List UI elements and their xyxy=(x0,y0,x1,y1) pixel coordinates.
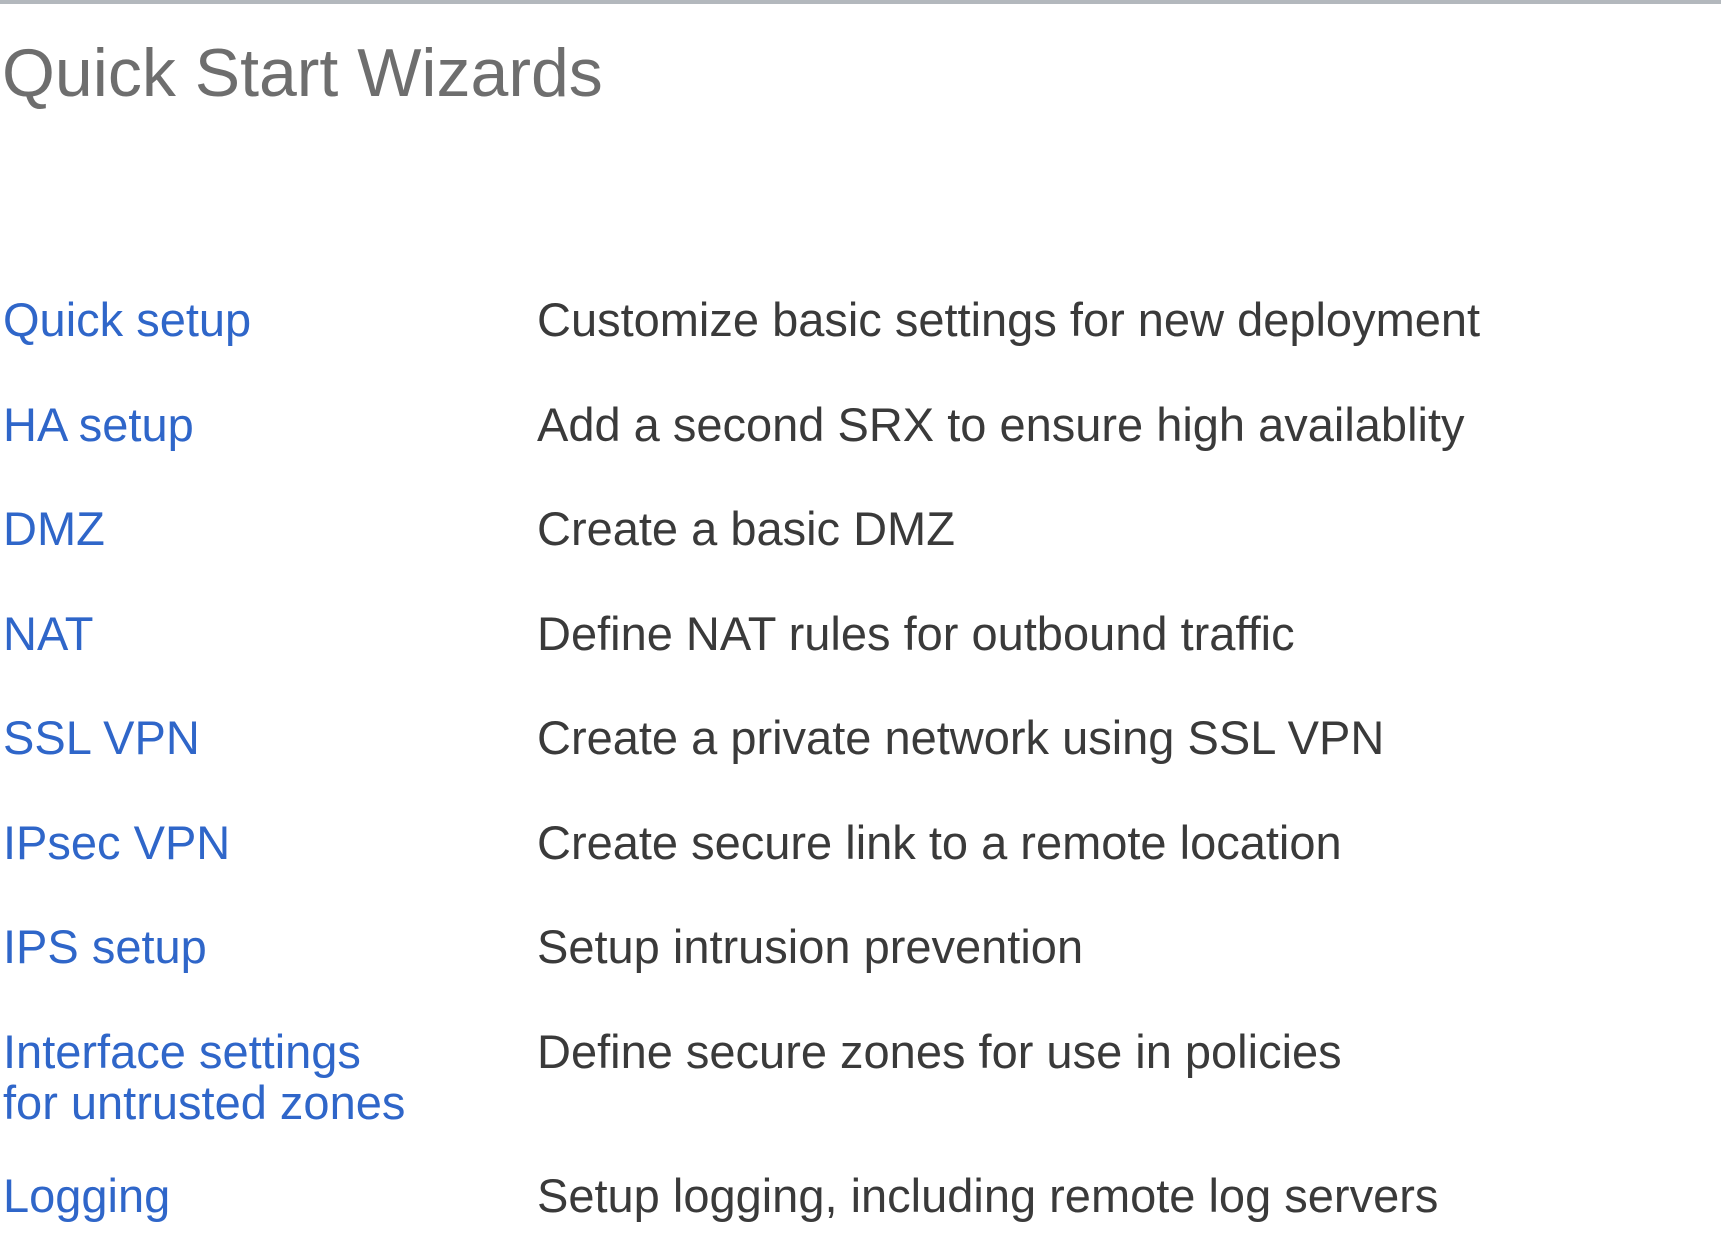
wizard-description: Create a private network using SSL VPN xyxy=(537,711,1385,764)
wizard-link-dmz[interactable]: DMZ xyxy=(3,502,105,555)
top-divider xyxy=(0,0,1721,4)
wizard-description: Setup intrusion prevention xyxy=(537,920,1084,973)
wizard-link-interface-settings[interactable]: Interface settings for untrusted zones xyxy=(3,1025,406,1129)
wizard-link-ha-setup[interactable]: HA setup xyxy=(3,398,194,451)
wizard-description: Add a second SRX to ensure high availabl… xyxy=(537,398,1465,451)
wizard-description: Define secure zones for use in policies xyxy=(537,1025,1342,1078)
wizard-description: Define NAT rules for outbound traffic xyxy=(537,607,1295,660)
wizard-description: Create a basic DMZ xyxy=(537,502,955,555)
wizard-link-ips-setup[interactable]: IPS setup xyxy=(3,920,207,973)
wizard-description: Setup logging, including remote log serv… xyxy=(537,1169,1439,1222)
wizard-link-ipsec-vpn[interactable]: IPsec VPN xyxy=(3,816,231,869)
wizard-link-ssl-vpn[interactable]: SSL VPN xyxy=(3,711,200,764)
page-title: Quick Start Wizards xyxy=(2,35,603,111)
wizard-description: Create secure link to a remote location xyxy=(537,816,1342,869)
wizard-link-nat[interactable]: NAT xyxy=(3,607,94,660)
wizard-description: Customize basic settings for new deploym… xyxy=(537,293,1481,346)
wizard-link-quick-setup[interactable]: Quick setup xyxy=(3,293,252,346)
wizard-link-logging[interactable]: Logging xyxy=(3,1169,171,1222)
